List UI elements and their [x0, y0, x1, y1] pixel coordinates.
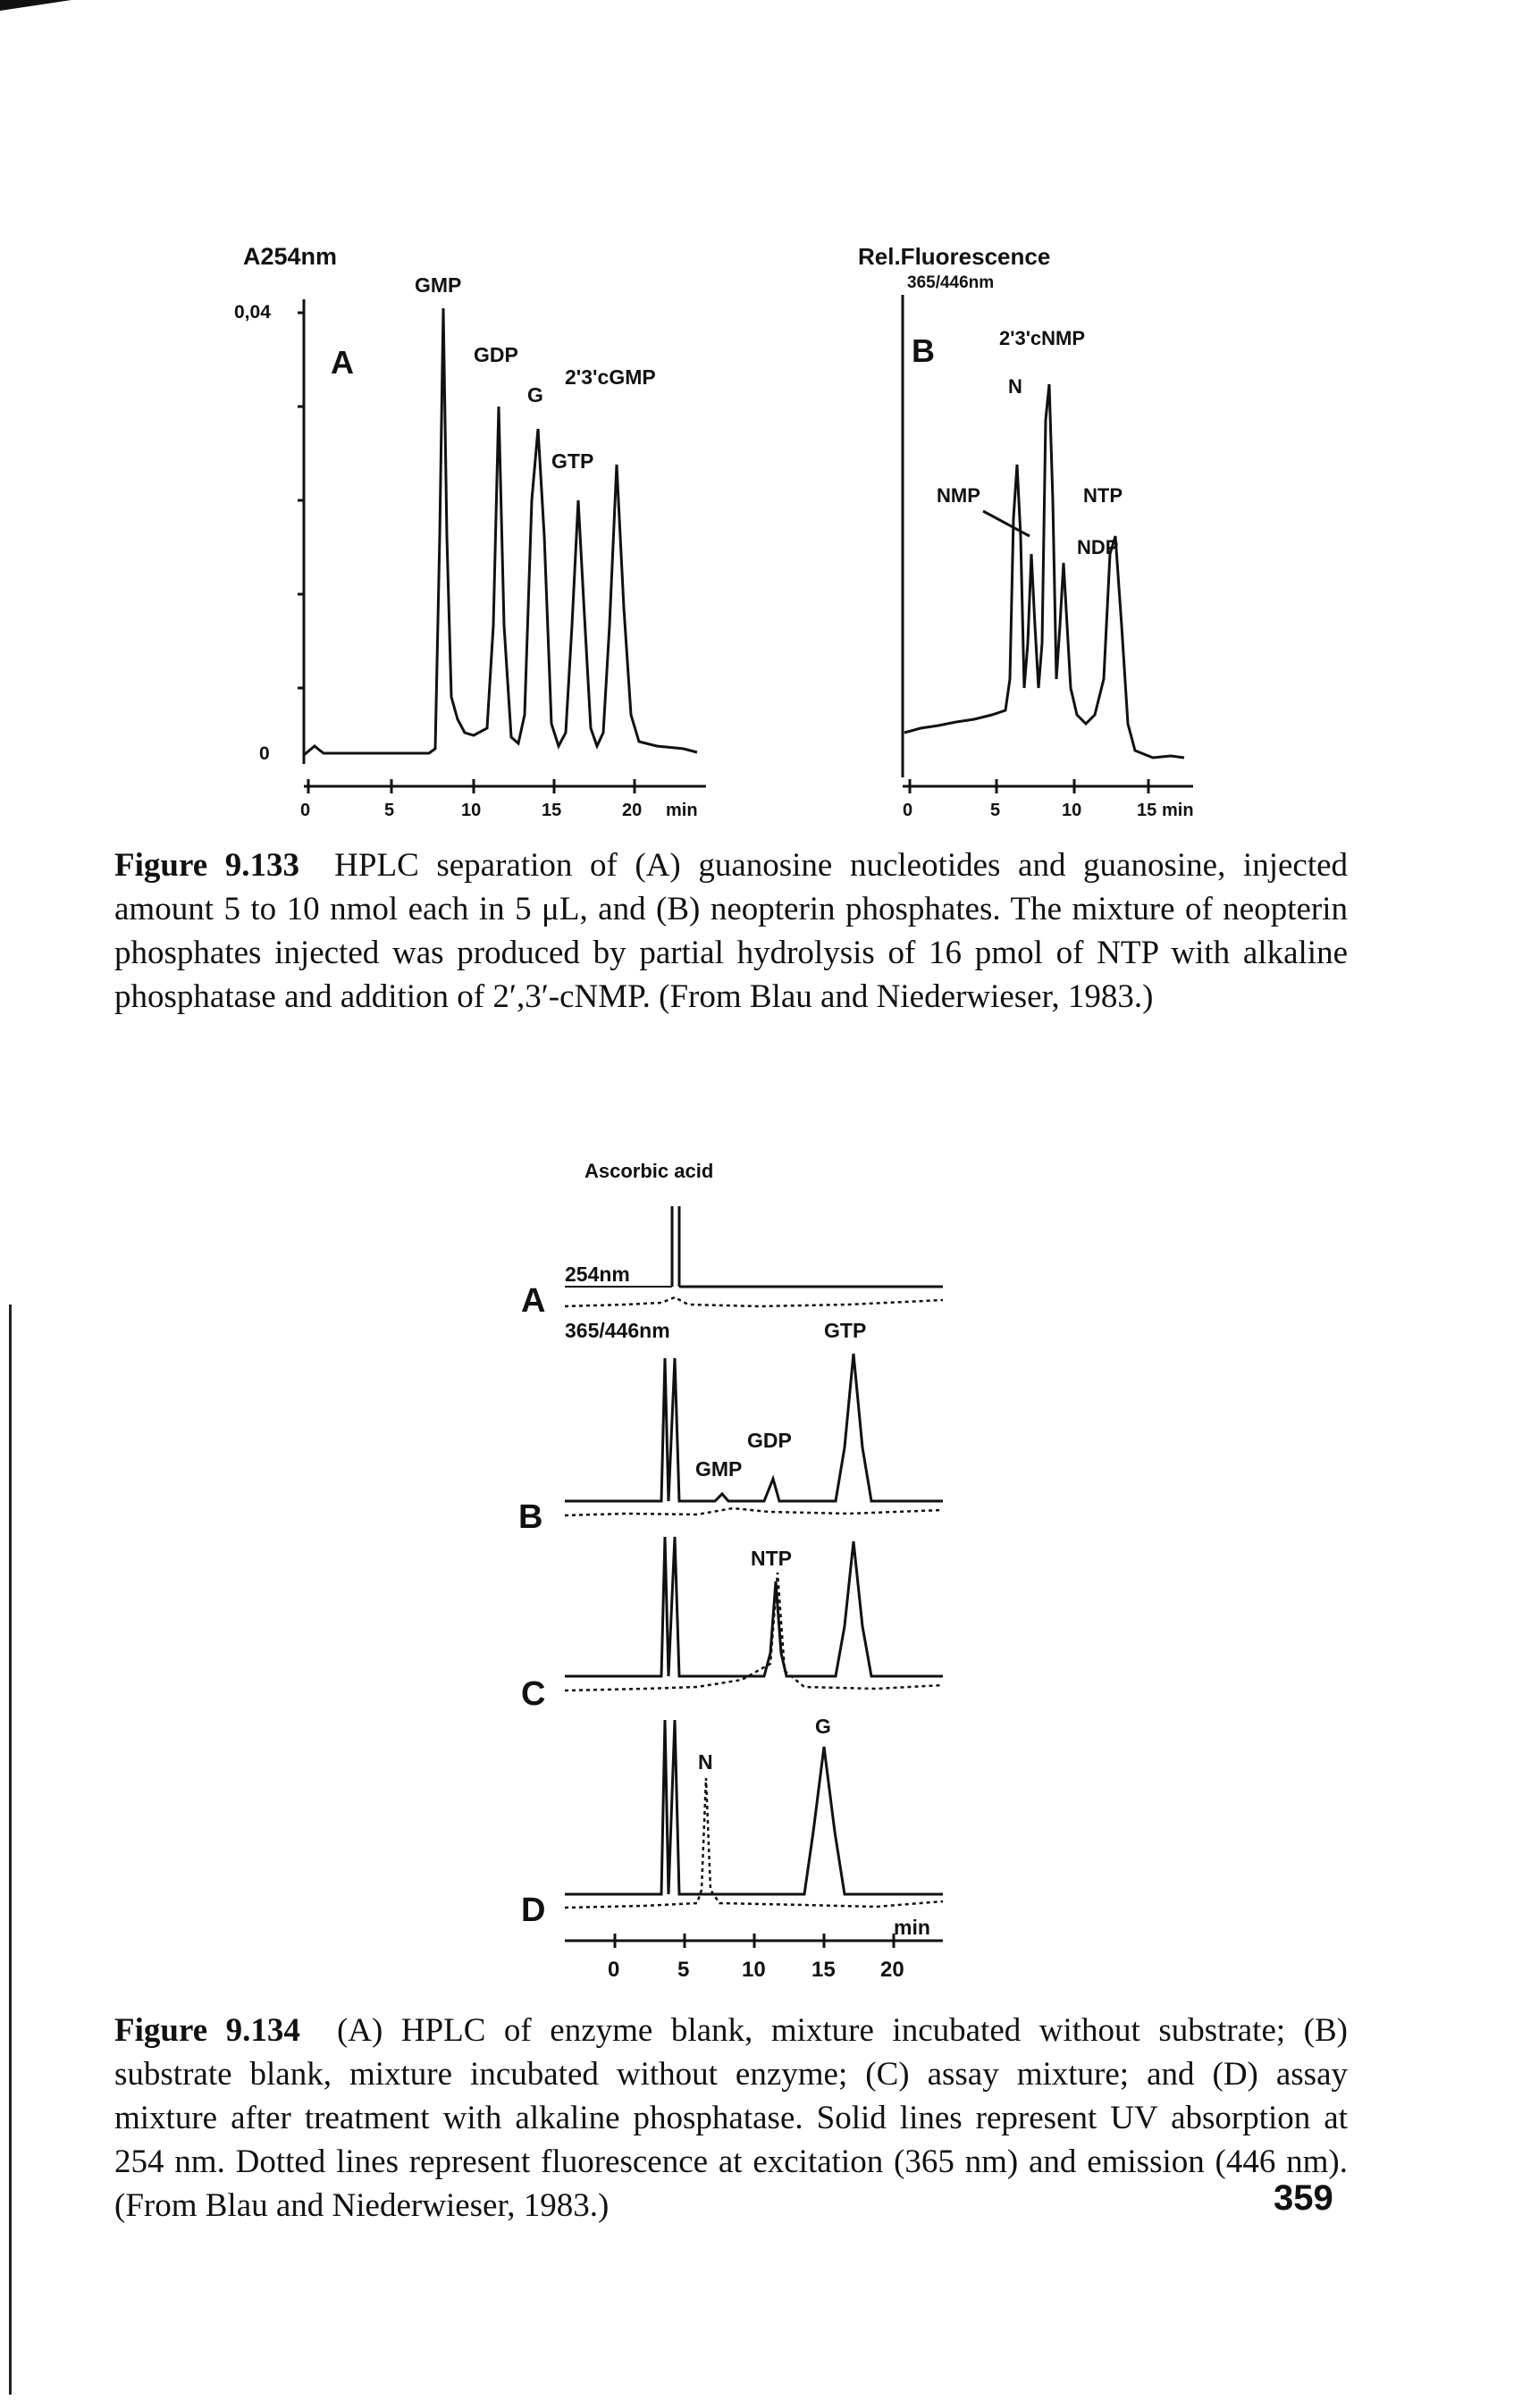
panel-b-peak-ndp: NDP — [1077, 536, 1118, 558]
panel-b-x-tick-label: 15 — [1137, 801, 1156, 820]
figure-133-panel-a: A254nm 0,04 0 A 0 5 10 15 20 min GMP GDP… — [234, 243, 706, 820]
fig134-ascorbic-label-text: Ascorbic acid — [584, 1160, 713, 1182]
panel-a-x-unit: min — [666, 801, 698, 820]
panel-a-x-tick-label: 5 — [384, 801, 394, 820]
panel-b-y-label: Rel.Fluorescence — [858, 243, 1050, 270]
fig134-row-d-solid-line — [565, 1719, 943, 1896]
figure-133-caption: Figure 9.133 HPLC separation of (A) guan… — [114, 843, 1348, 1019]
figure-133-label: Figure 9.133 — [114, 847, 299, 884]
margin-rule — [9, 1305, 12, 2395]
panel-b-x-tick-label: 0 — [903, 801, 912, 820]
figure-133-panel-b: Rel.Fluorescence 365/446nm B 0 5 10 15 m… — [858, 243, 1194, 820]
fig134-row-b-letter: B — [518, 1498, 542, 1536]
panel-a-y-zero-tick: 0 — [259, 743, 270, 764]
fig134-row-a-dotted-line — [564, 1296, 944, 1308]
panel-a-x-tick-label: 20 — [622, 801, 642, 820]
panel-a-peak-gmp: GMP — [415, 273, 461, 297]
figure-134-label: Figure 9.134 — [114, 2012, 300, 2049]
panel-b-peak-cnmp: 2'3'cNMP — [999, 327, 1085, 349]
figure-133-caption-text: HPLC separation of (A) guanosine nucleot… — [114, 847, 1349, 1015]
figure-134-caption: Figure 9.134 (A) HPLC of enzyme blank, m… — [114, 2009, 1348, 2228]
panel-b-nmp-arrow — [982, 509, 1030, 538]
fig134-row-b-solid-line — [565, 1353, 943, 1503]
panel-a-x-tick-label: 15 — [542, 801, 561, 820]
fig134-peak-g: G — [815, 1715, 831, 1738]
fig134-row-c-letter: C — [521, 1675, 545, 1713]
panel-a-x-tick-label: 10 — [461, 801, 481, 820]
panel-b-x-unit: min — [1162, 801, 1194, 820]
page-corner-mark — [0, 0, 71, 11]
fig134-row-d-letter: D — [521, 1892, 545, 1929]
panel-a-peak-cgmp: 2'3'cGMP — [565, 365, 656, 389]
panel-a-y-top-tick: 0,04 — [234, 302, 271, 323]
panel-a-trace — [303, 307, 698, 757]
fig134-peak-gtp: GTP — [824, 1319, 866, 1342]
figure-134-caption-text: (A) HPLC of enzyme blank, mixture incuba… — [114, 2012, 1348, 2224]
panel-a-peak-gdp: GDP — [474, 343, 518, 366]
fig134-x-tick-label: 15 — [811, 1958, 836, 1982]
panel-b-peak-nmp: NMP — [937, 484, 980, 507]
fig134-peak-gdp: GDP — [747, 1429, 792, 1452]
panel-b-y-sublabel: 365/446nm — [907, 273, 994, 292]
figure-134: Ascorbic acid A 254nm 365/446nm GTP B GD… — [518, 1160, 944, 1982]
panel-a-x-tick-label: 0 — [300, 801, 310, 820]
fig134-row-a-letter: A — [521, 1282, 545, 1320]
fig134-ascorbic-label: Ascorbic acid — [584, 1160, 713, 1182]
fig134-row-b-dotted-line — [564, 1506, 944, 1517]
fig134-row-d-dotted-line — [564, 1777, 944, 1909]
panel-a-peak-gtp: GTP — [551, 449, 593, 473]
fig134-peak-ntp: NTP — [751, 1547, 792, 1570]
fig134-peak-n: N — [698, 1750, 713, 1774]
fig134-x-unit: min — [894, 1916, 930, 1939]
fig134-x-tick-label: 10 — [742, 1958, 766, 1982]
fig134-254nm-label: 254nm — [565, 1263, 630, 1286]
fig134-row-c-solid-line — [565, 1536, 943, 1678]
fig134-x-tick-label: 0 — [608, 1958, 619, 1982]
panel-b-x-tick-label: 5 — [990, 801, 1000, 820]
fig134-x-tick-label: 20 — [880, 1958, 904, 1982]
panel-b-peak-ntp: NTP — [1083, 484, 1123, 507]
page-number: 359 — [1274, 2178, 1333, 2218]
panel-a-peak-g: G — [527, 383, 543, 407]
fig134-x-tick-label: 5 — [677, 1958, 689, 1982]
fig134-row-c-dotted-line — [564, 1572, 944, 1692]
panel-a-letter: A — [331, 344, 354, 381]
panel-b-x-tick-label: 10 — [1062, 801, 1081, 820]
fig134-fluor-label: 365/446nm — [565, 1319, 670, 1342]
fig134-peak-gmp: GMP — [695, 1457, 742, 1481]
panel-b-letter: B — [912, 332, 935, 369]
panel-a-y-label: A254nm — [243, 243, 337, 270]
panel-b-trace — [904, 383, 1185, 759]
panel-b-peak-n: N — [1008, 375, 1022, 398]
